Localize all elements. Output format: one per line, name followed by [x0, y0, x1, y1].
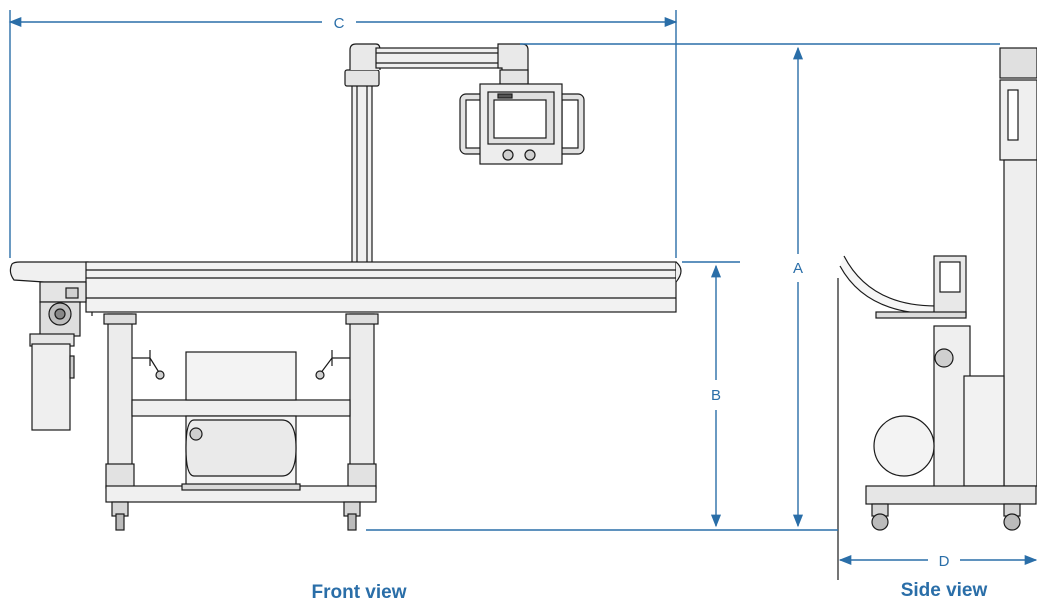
dimension-lines [8, 10, 1037, 566]
side-view-label: Side view [901, 580, 988, 601]
support-frame [103, 313, 379, 531]
electrical-cabinet [181, 351, 301, 491]
side-hopper [839, 255, 967, 319]
front-view-label: Front view [311, 582, 406, 603]
dimension-d-label: D [939, 553, 950, 570]
side-frame [865, 325, 1037, 531]
side-view-drawing [837, 47, 1037, 580]
dimension-c-label: C [334, 15, 345, 32]
overhead-arm [344, 43, 529, 265]
drive-motor [29, 281, 87, 431]
control-panel [459, 83, 585, 165]
conveyor-belt [9, 261, 682, 316]
front-view-drawing [9, 43, 682, 531]
dimension-a-label: A [793, 260, 803, 277]
dimension-b-label: B [711, 387, 721, 404]
side-column [999, 47, 1037, 487]
